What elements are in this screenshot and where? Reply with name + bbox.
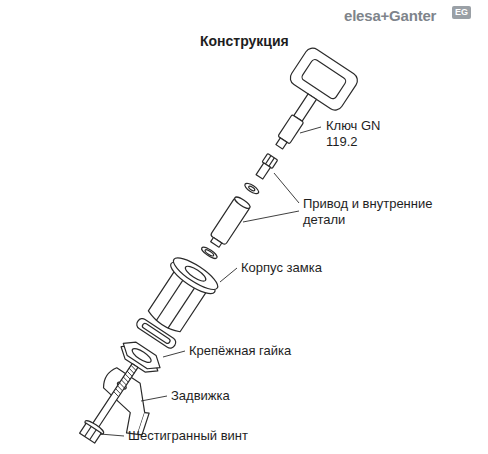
leader-line xyxy=(300,127,321,133)
screw-thread xyxy=(113,365,137,396)
ring-hole xyxy=(204,249,214,257)
inner-cylinder-pin xyxy=(211,238,222,248)
thread-line xyxy=(122,377,129,382)
thread-line xyxy=(121,380,128,385)
lock-assembly xyxy=(62,45,372,454)
thread-line xyxy=(119,383,126,388)
leader-line xyxy=(220,268,237,282)
housing-flange xyxy=(169,253,221,295)
driver-facet xyxy=(265,156,271,164)
seal-ring-hole xyxy=(141,322,170,344)
housing-facet xyxy=(156,278,184,321)
housing-opening xyxy=(183,264,207,284)
screw-shaft xyxy=(91,364,138,430)
leader-line xyxy=(141,396,167,401)
part-label: Ключ GN 119.2 xyxy=(326,118,396,150)
thread-line xyxy=(126,371,133,376)
key-handle xyxy=(287,45,360,113)
key-shaft xyxy=(294,94,317,121)
screw-head-facet xyxy=(85,426,92,436)
thread-line xyxy=(124,374,131,379)
screw-head xyxy=(80,423,102,443)
washer-hole xyxy=(248,185,255,191)
thread-line xyxy=(117,386,124,391)
washer xyxy=(243,181,260,195)
thread-line xyxy=(115,389,122,394)
leader-line xyxy=(243,211,299,222)
nut xyxy=(119,337,165,375)
nut-hole xyxy=(130,346,153,365)
driver-facet xyxy=(269,158,275,166)
title: Конструкция xyxy=(200,32,289,50)
part-label: Крепёжная гайка xyxy=(189,343,291,359)
thread-line xyxy=(130,365,137,370)
leader-line xyxy=(163,351,185,357)
driver-shaft xyxy=(256,163,270,179)
brand-badge: EG xyxy=(452,6,471,19)
leader-line xyxy=(100,434,124,436)
screw-head-facet xyxy=(90,430,97,440)
leader-line xyxy=(274,173,299,203)
brand-logo: elesa+Ganter xyxy=(344,8,436,24)
key-tip xyxy=(276,138,287,149)
thread-line xyxy=(113,392,120,397)
part-label: Корпус замка xyxy=(241,260,322,276)
part-label: Шестигранный винт xyxy=(128,428,248,444)
thread-line xyxy=(128,368,135,373)
ring xyxy=(200,245,218,260)
leader-lines xyxy=(100,127,321,436)
part-label: Задвижка xyxy=(171,388,230,404)
inner-cylinder-top xyxy=(233,195,251,210)
housing-facet xyxy=(168,286,196,329)
part-label: Привод и внутренние детали xyxy=(303,196,453,228)
